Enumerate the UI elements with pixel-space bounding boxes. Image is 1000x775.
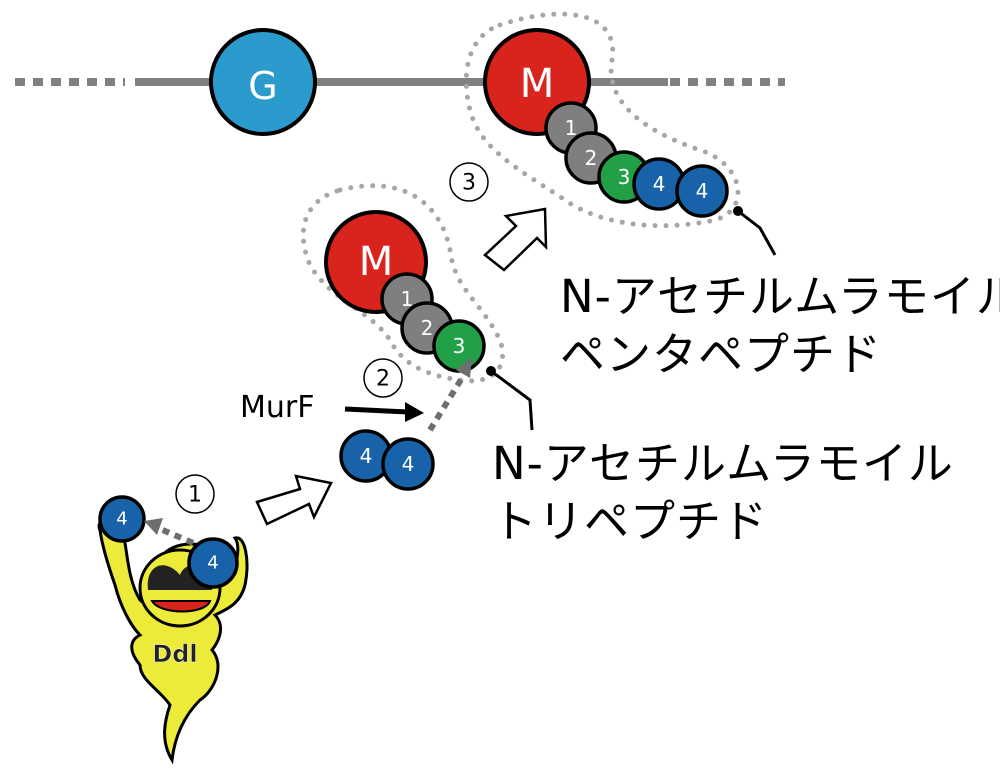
step-3-arrow-icon [483, 207, 548, 272]
step-1-marker: 1 [175, 474, 215, 514]
tri-residue-3: 3 [453, 334, 466, 358]
penta-residue-3: 3 [618, 165, 631, 189]
ligation-arrow-step2-icon [427, 357, 472, 432]
tripeptide-label-line2: トリペプチド [492, 495, 769, 548]
dipeptide: 4 4 [339, 429, 435, 491]
pentapeptide-leader [733, 206, 777, 256]
ddl-label: Ddl [152, 640, 197, 668]
step-3-marker: 3 [449, 162, 489, 202]
dipeptide-residue-a: 4 [360, 444, 373, 468]
pentapeptide-chain: M 1 2 3 4 4 [483, 28, 729, 218]
tripeptide-chain: M 1 2 3 [324, 210, 486, 373]
penta-residue-4a: 4 [653, 172, 666, 196]
ddl-residue-b: 4 [207, 553, 218, 574]
sugar-g-label: G [248, 64, 277, 108]
tri-residue-2: 2 [421, 316, 434, 340]
sugar-g: G [209, 28, 317, 136]
tripeptide-label-line1: N-アセチルムラモイル [492, 437, 954, 490]
ddl-residue-a: 4 [116, 509, 127, 530]
murf-arrow-icon [344, 402, 424, 422]
step-1-arrow-icon [255, 474, 333, 526]
pentapeptide-label-line1: N-アセチルムラモイル [560, 270, 1000, 323]
sugar-m-mid-label: M [359, 239, 394, 285]
tri-residue-1: 1 [401, 287, 414, 311]
penta-residue-1: 1 [565, 116, 578, 140]
step-2-label: 2 [376, 367, 390, 392]
tripeptide-leader [486, 366, 534, 431]
step-2-marker: 2 [363, 358, 403, 398]
pentapeptide-label-line2: ペンタペプチド [560, 328, 883, 381]
pentapeptide-label: N-アセチルムラモイル ペンタペプチド [560, 268, 1000, 384]
ddl-tongue [150, 600, 212, 613]
ddl-transfer-arrow-icon [156, 525, 207, 551]
penta-residue-2: 2 [585, 146, 598, 170]
step-3-label: 3 [462, 171, 476, 196]
penta-residue-4b: 4 [696, 179, 709, 203]
step-1-label: 1 [188, 483, 202, 508]
dipeptide-residue-b: 4 [402, 452, 415, 476]
ddl-residues: 4 4 [98, 495, 239, 589]
tripeptide-label: N-アセチルムラモイル トリペプチド [492, 435, 954, 551]
sugar-m-top-label: M [520, 61, 555, 107]
pentapeptide-outline [463, 11, 741, 229]
murf-label: MurF [240, 390, 315, 425]
